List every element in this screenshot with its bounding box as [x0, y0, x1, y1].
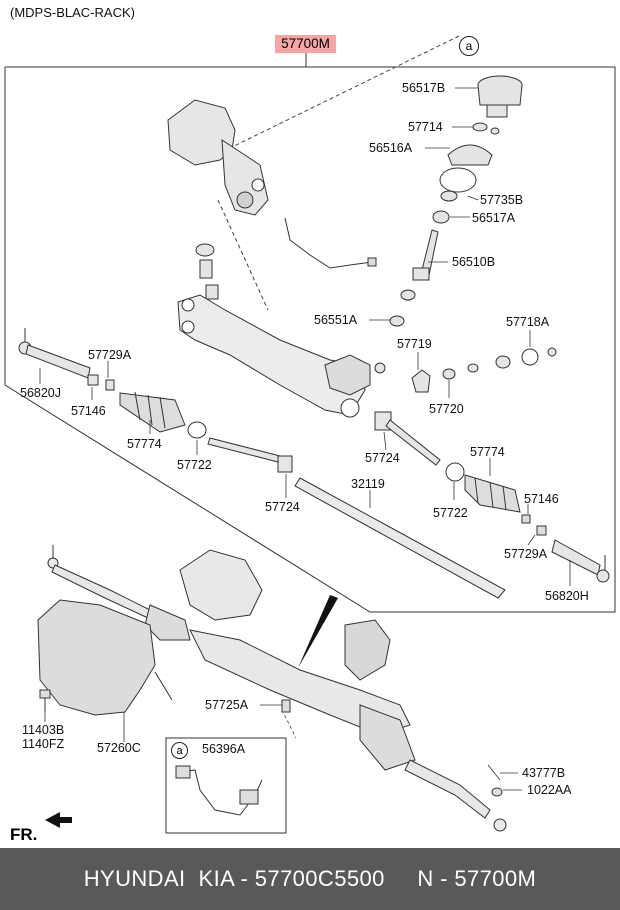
part-label: 56820J [20, 386, 62, 400]
front-label: FR. [10, 825, 38, 844]
assembled-rack-lower [47, 545, 507, 832]
rack-bar [294, 477, 506, 599]
part-label: 56510B [452, 255, 496, 269]
part-label: 57714 [408, 120, 443, 134]
part-label: 56820H [545, 589, 589, 603]
rack-housing [177, 294, 371, 418]
boot-left [119, 391, 207, 439]
part-label: 57720 [429, 402, 464, 416]
heat-shield [37, 599, 156, 716]
part-label: 57722 [433, 506, 468, 520]
wedge-marker [298, 595, 338, 668]
part-label: 57729A [504, 547, 548, 561]
part-label: 56517A [472, 211, 516, 225]
part-label: 57719 [397, 337, 432, 351]
inset-marker: a [171, 742, 188, 759]
part-label: 56551A [314, 313, 358, 327]
pinion-stack [389, 75, 523, 327]
part-label: 11403B [22, 723, 65, 737]
part-label: 57718A [506, 315, 550, 329]
part-label: 57774 [127, 437, 162, 451]
part-label: 57260C [97, 741, 141, 755]
leader-lines [39, 87, 571, 586]
footer-bar: HYUNDAI KIA - 57700C5500 N - 57700M [0, 848, 620, 910]
diagram-header: (MDPS-BLAC-RACK) [10, 5, 135, 20]
part-label: 57735B [480, 193, 524, 207]
reference-marker: a [459, 36, 479, 56]
part-label: 57725A [205, 698, 249, 712]
part-label: 56517B [402, 81, 446, 95]
bolt [39, 689, 51, 699]
part-label: 1140FZ [22, 737, 65, 751]
main-part-label: 57700M [275, 35, 336, 53]
part-label: 57722 [177, 458, 212, 472]
inset-part-label: 56396A [202, 742, 246, 756]
front-arrow [45, 812, 72, 828]
part-label: 57729A [88, 348, 132, 362]
motor-assembly-top [167, 99, 269, 216]
part-label: 1022AA [527, 783, 572, 797]
part-label: 57774 [470, 445, 505, 459]
part-label: 32119 [351, 477, 385, 491]
footer-text: HYUNDAI KIA - 57700C5500 N - 57700M [83, 866, 537, 891]
tie-rod-end-right [551, 539, 610, 583]
assembly-frame [4, 66, 616, 613]
part-label: 57146 [524, 492, 559, 506]
tie-rod-end-left [18, 328, 115, 391]
part-label: 57146 [71, 404, 106, 418]
part-label: 56516A [369, 141, 413, 155]
part-label: 43777B [522, 766, 566, 780]
part-label: 57724 [365, 451, 400, 465]
part-label: 57724 [265, 500, 300, 514]
boot-right [464, 474, 547, 536]
